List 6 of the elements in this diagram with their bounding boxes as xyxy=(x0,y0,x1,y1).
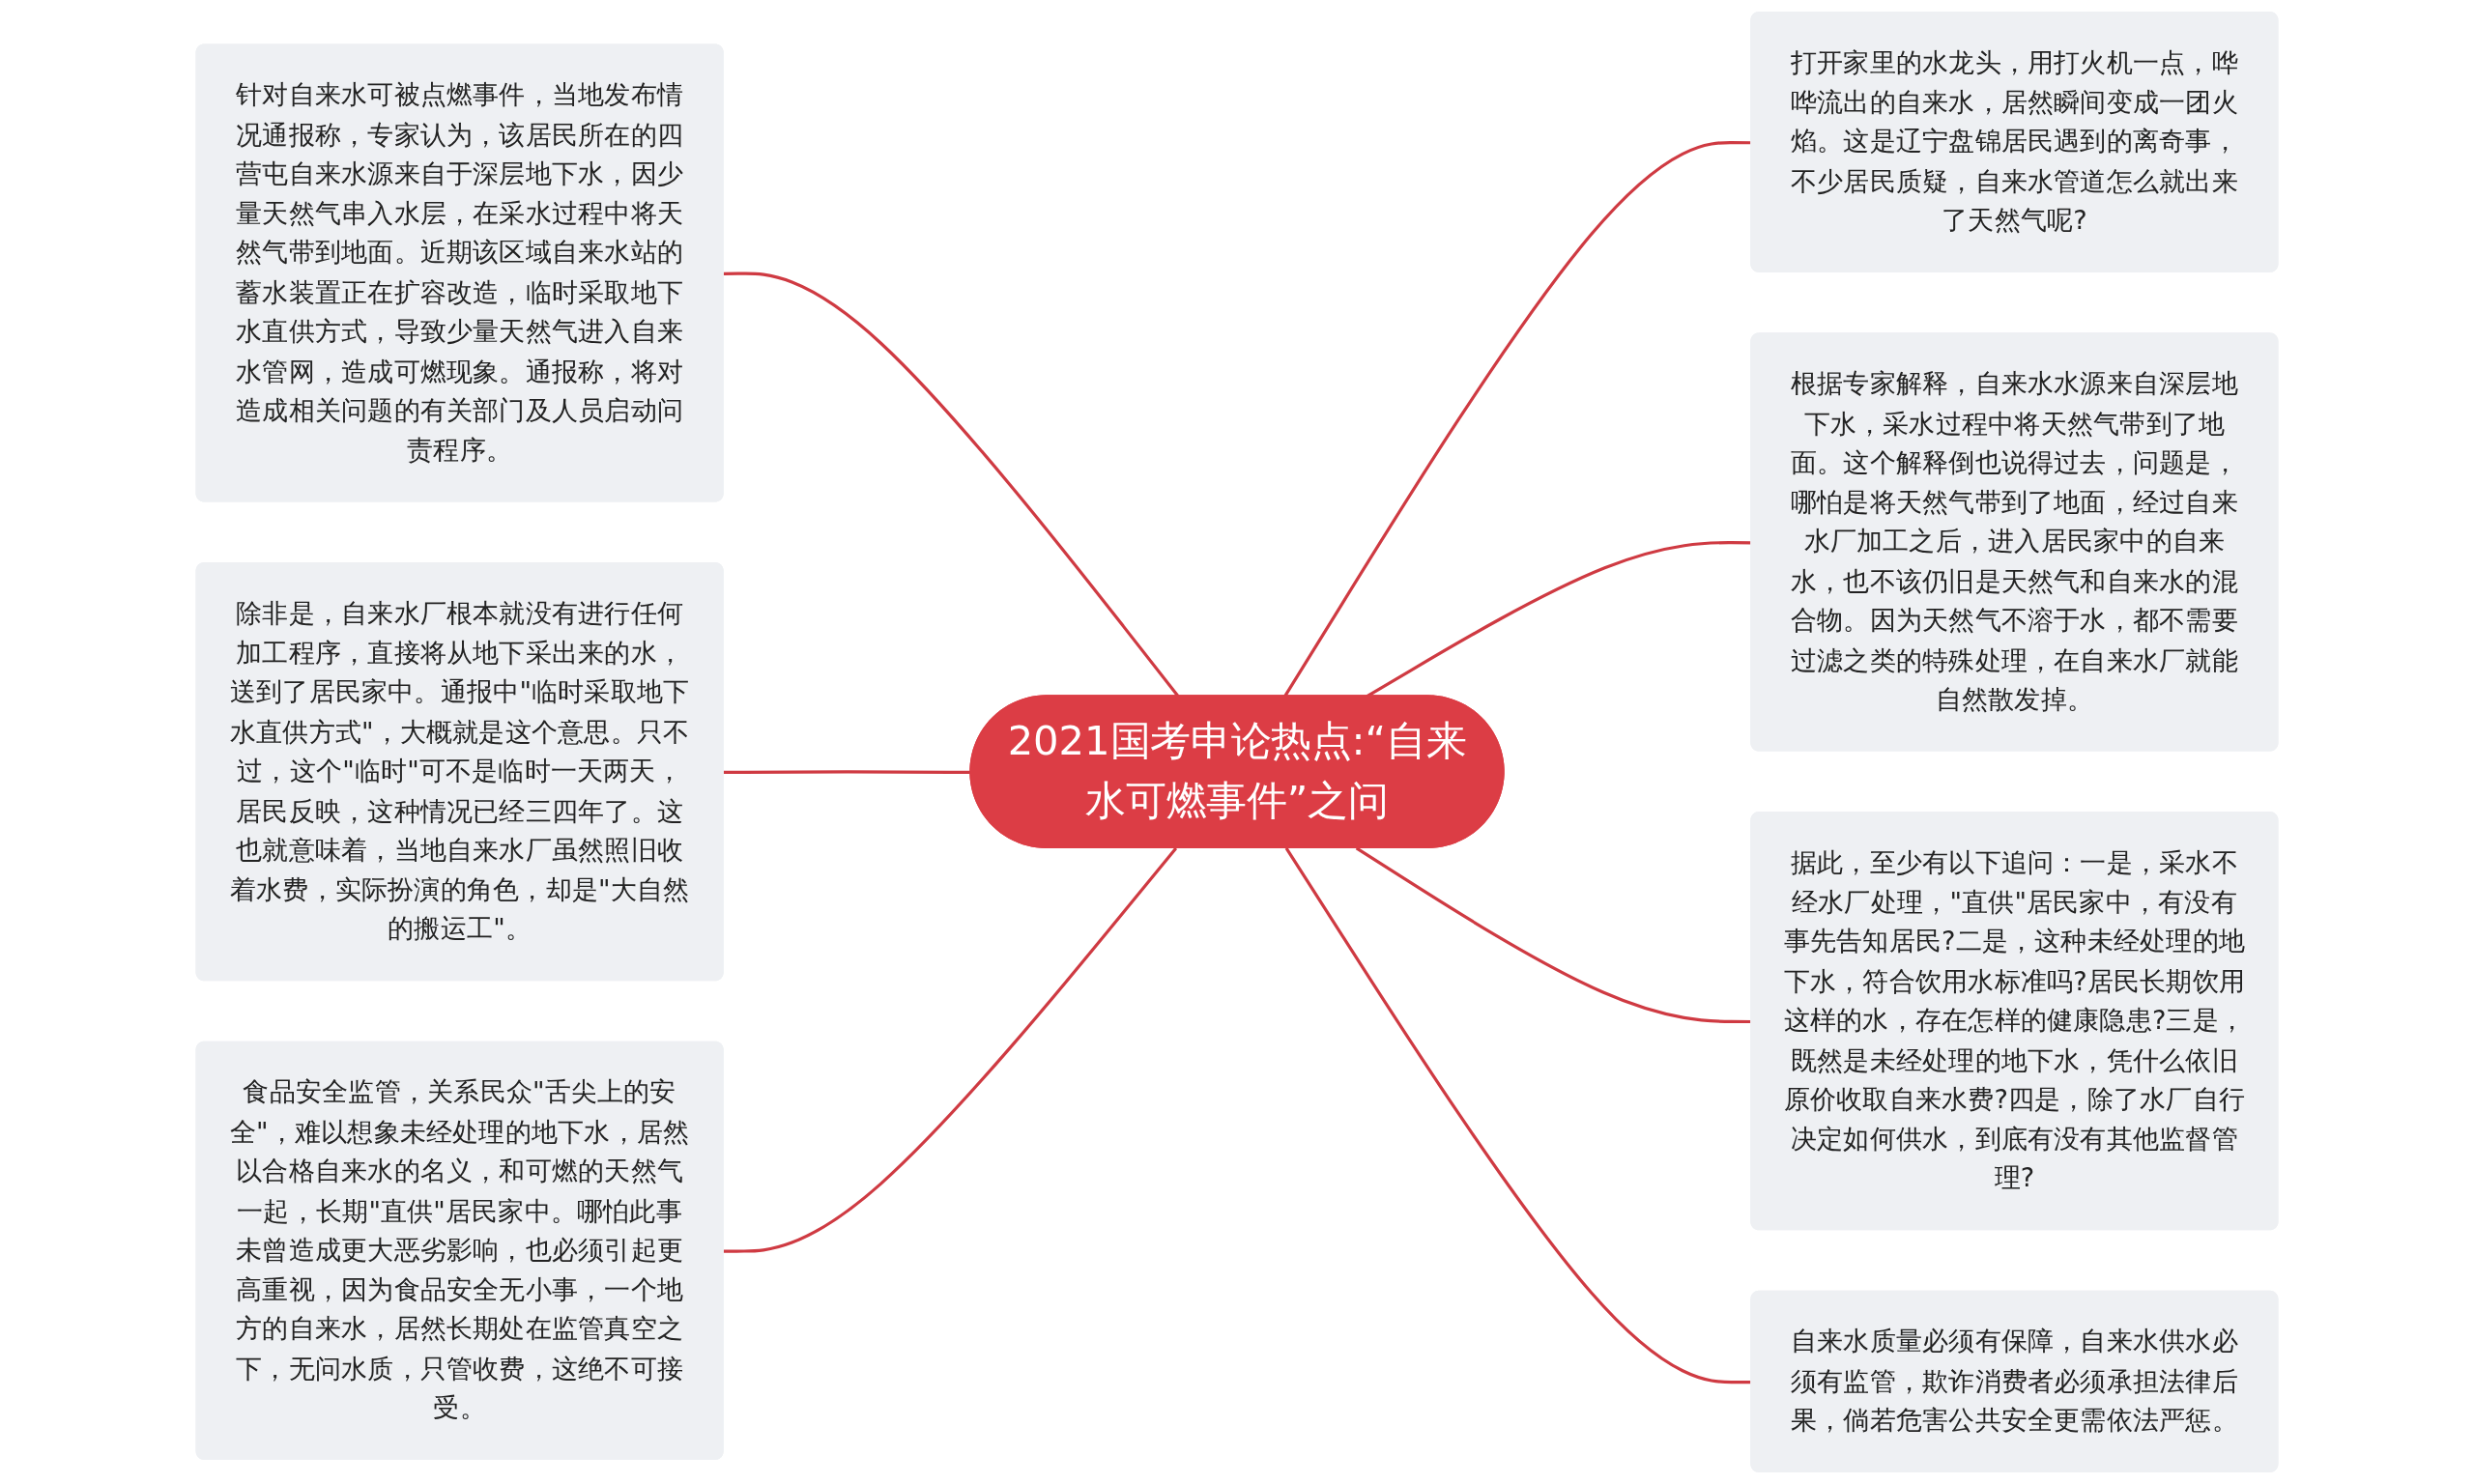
connector xyxy=(1355,846,1752,1024)
connector xyxy=(1284,847,1752,1384)
connector xyxy=(723,770,971,775)
connector xyxy=(723,846,1178,1253)
connector xyxy=(723,271,1180,698)
connector xyxy=(1283,141,1752,698)
